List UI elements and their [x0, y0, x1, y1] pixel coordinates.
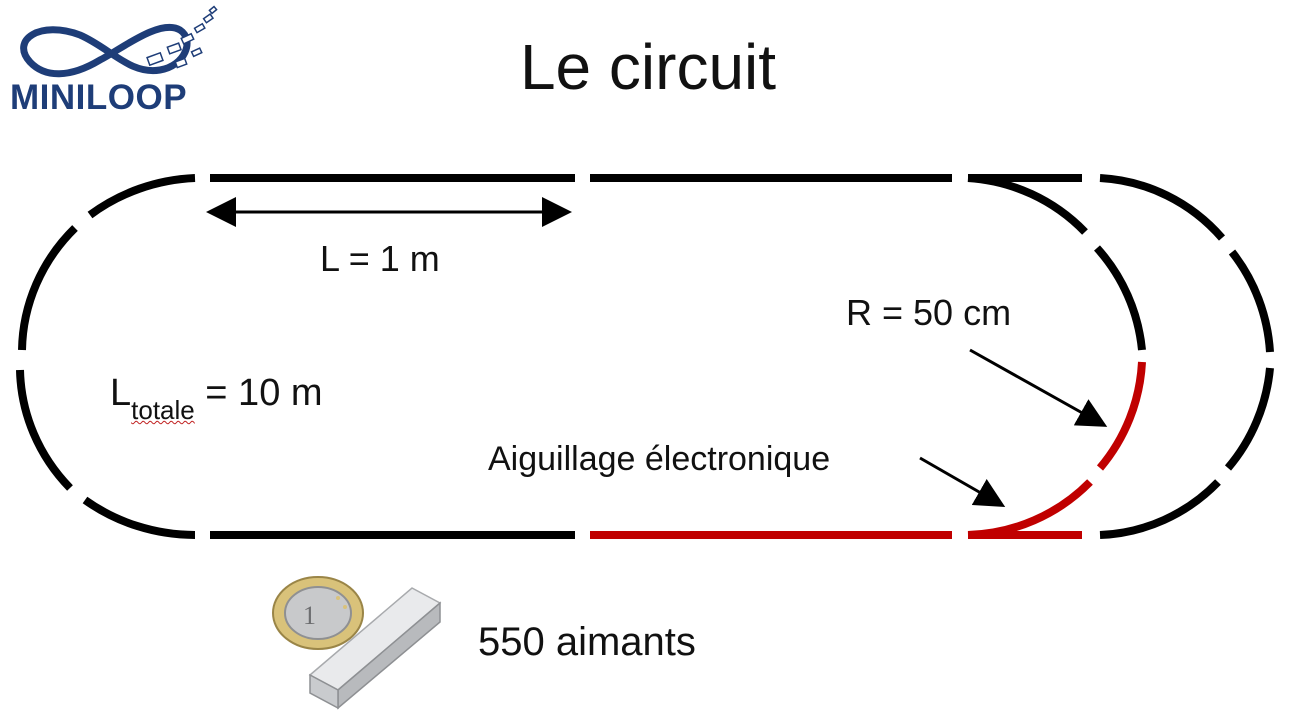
total-length-label: Ltotale = 10 m	[110, 372, 323, 425]
track-outer-right-curve	[1099, 174, 1274, 539]
total-length-symbol: L	[110, 372, 132, 414]
radius-pointer-arrow	[969, 348, 1108, 427]
magnets-label: 550 aimants	[478, 620, 696, 664]
page-title: Le circuit	[519, 31, 777, 103]
magnet-bar-icon	[308, 587, 442, 710]
radius-label: R = 50 cm	[846, 292, 1012, 333]
miniloop-logo-icon	[20, 5, 218, 78]
track-left-curve	[16, 174, 196, 539]
logo-text: MINILOOP	[10, 78, 188, 117]
euro-coin-icon: 1	[272, 576, 364, 650]
total-length-value: = 10 m	[194, 372, 323, 414]
total-length-subscript: totale	[131, 395, 195, 425]
svg-text:1: 1	[303, 601, 316, 630]
segment-length-label: L = 1 m	[320, 238, 440, 279]
track-inner-right-curve	[967, 174, 1146, 539]
switch-pointer-arrow	[919, 456, 1006, 507]
switch-label: Aiguillage électronique	[488, 440, 831, 478]
